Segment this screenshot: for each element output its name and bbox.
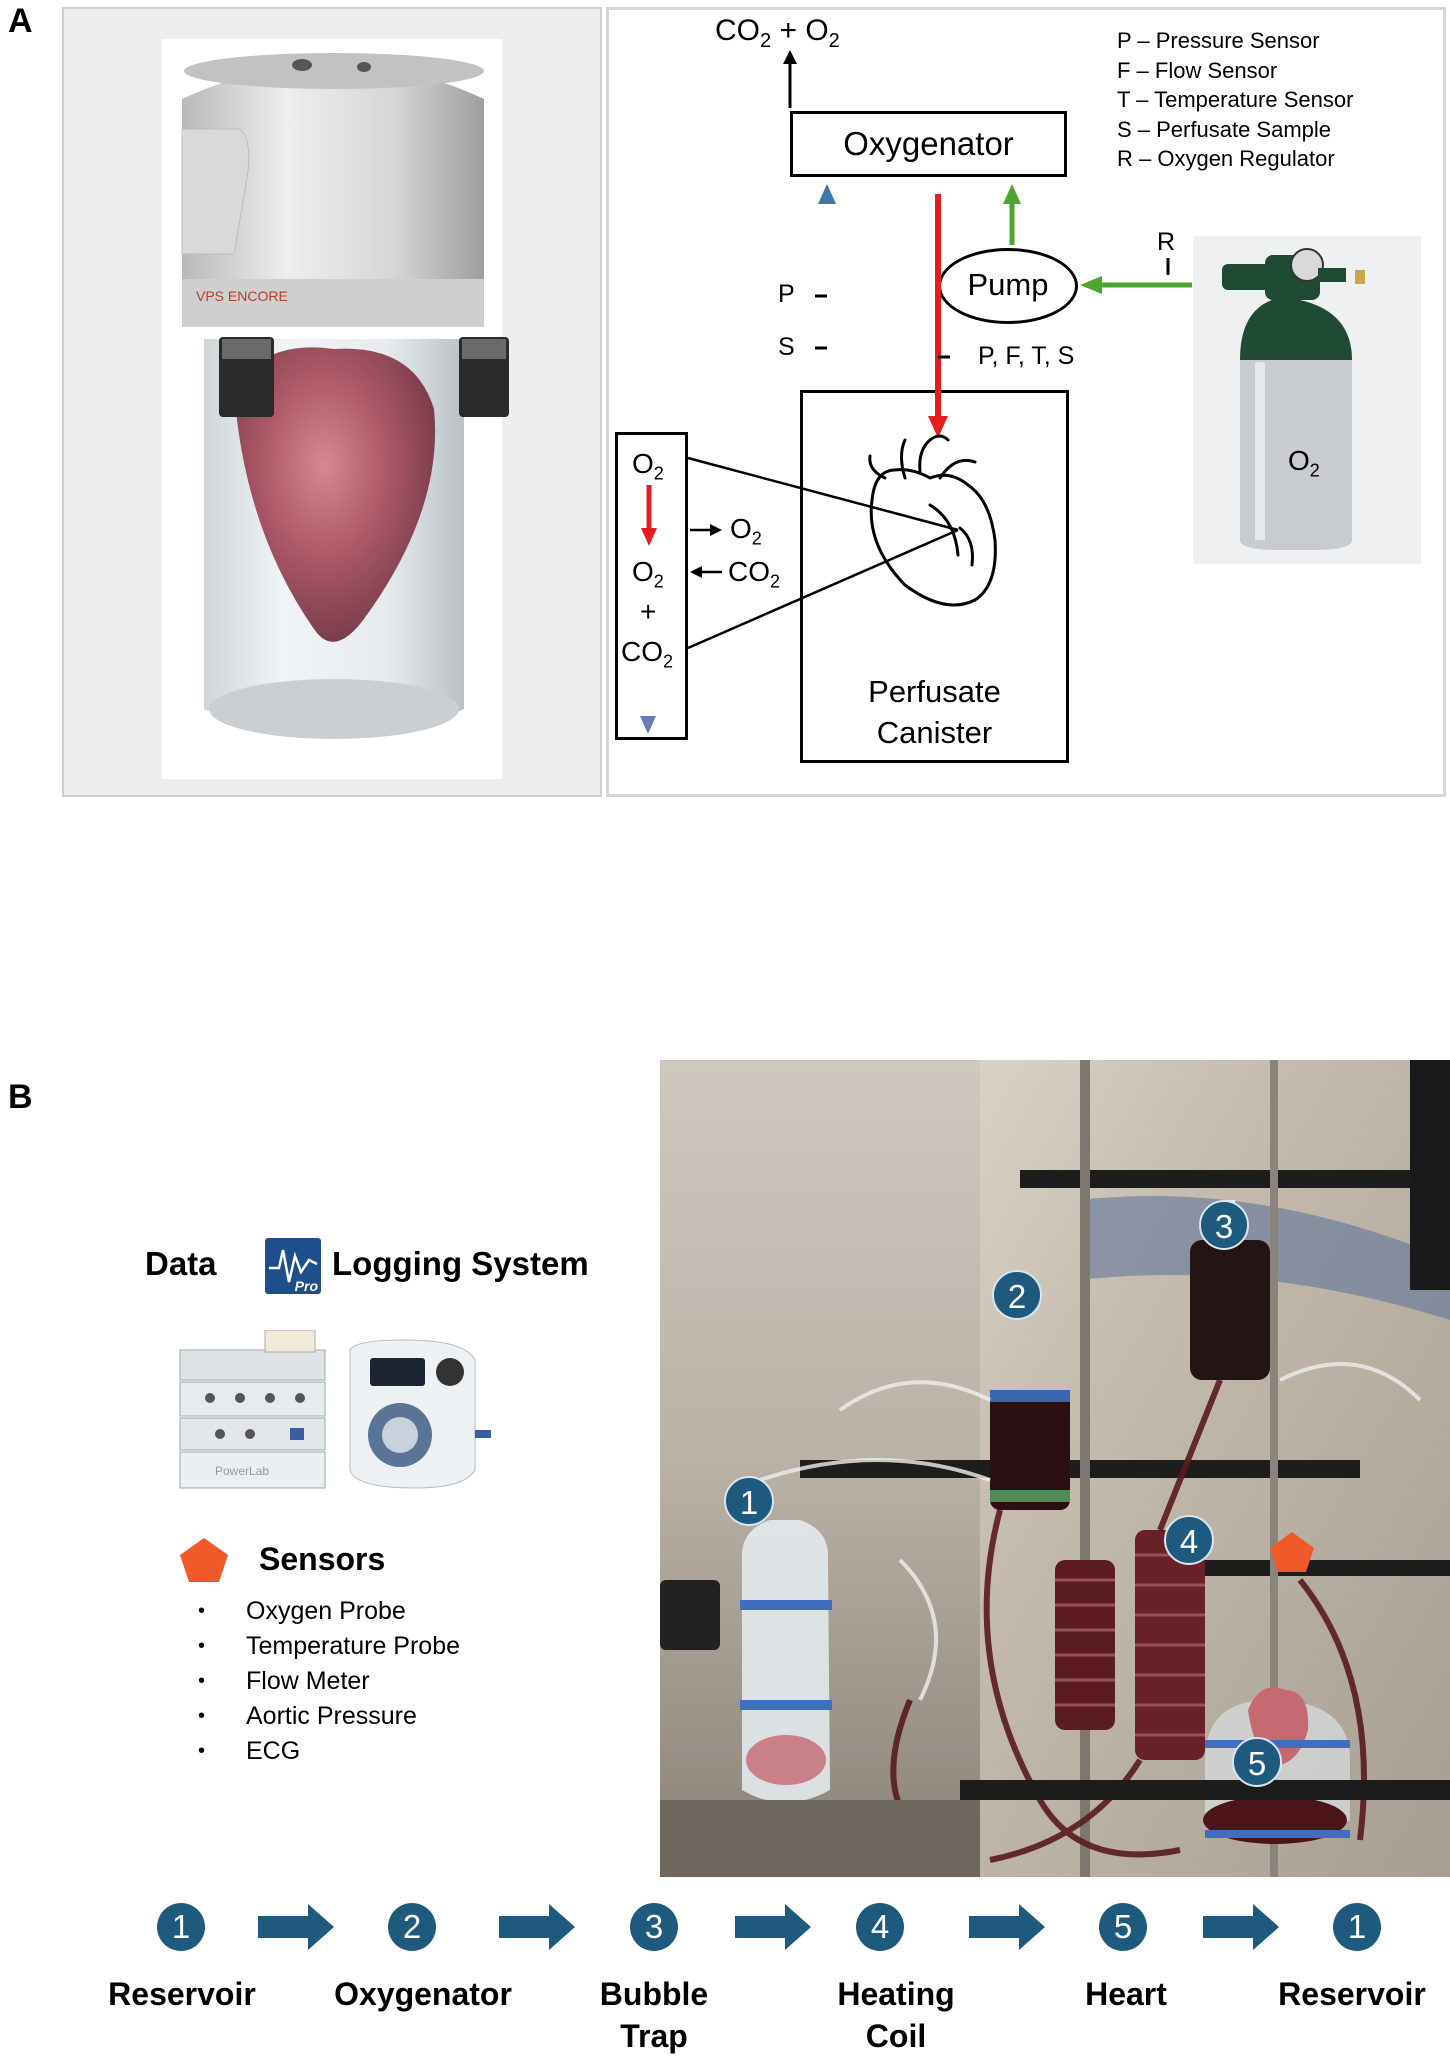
flow-step-6-circle: 1	[1333, 1903, 1381, 1951]
flow-step-4-circle: 4	[856, 1903, 904, 1951]
flow-step-1-label: Reservoir	[108, 1976, 256, 2012]
exchange-co2-out: CO2	[621, 636, 674, 672]
flow-step-5-label: Heart	[1085, 1976, 1167, 2012]
flow-arrow-icon	[969, 1904, 1045, 1950]
legend-temperature: T – Temperature Sensor	[1117, 87, 1354, 112]
flow-arrow-icon	[1203, 1904, 1279, 1950]
photo-badge-heart: 5	[1232, 1737, 1282, 1787]
sensor-pfts-label: P, F, T, S	[978, 342, 1075, 370]
tank-o2-label: O2	[1288, 445, 1320, 481]
sensor-p-label: P	[778, 280, 795, 308]
flow-arrow-icon	[258, 1904, 334, 1950]
flow-step-4-label: Heating Coil	[837, 1976, 955, 2054]
photo-badge-bubble-trap: 3	[1199, 1200, 1249, 1250]
vps-encore-device-image: VPS ENCORE	[162, 39, 509, 779]
data-logging-heading: Data	[145, 1245, 217, 1282]
perfusion-rig-photo	[660, 1060, 1450, 1877]
labchart-pro-logo: Pro	[265, 1238, 321, 1294]
sensor-list-item: •Aortic Pressure	[198, 1702, 417, 1730]
flow-step-3-label: Bubble Trap	[599, 1976, 709, 2054]
device-brand-logo: VPS ENCORE	[196, 288, 288, 304]
oxygenator-box: Oxygenator	[790, 111, 1067, 177]
sensor-list: •Oxygen Probe •Temperature Probe •Flow M…	[198, 1594, 460, 1769]
oxygenator-label: Oxygenator	[843, 125, 1014, 162]
legend-pressure: P – Pressure Sensor	[1117, 28, 1320, 53]
exchange-co2-in: CO2	[728, 556, 781, 592]
sensor-list-item: •Flow Meter	[198, 1667, 370, 1695]
sensor-s-label: S	[778, 333, 795, 361]
exchange-o2-out: O2	[730, 513, 762, 549]
device-photo-frame: VPS ENCORE	[62, 7, 602, 797]
legend-flow: F – Flow Sensor	[1117, 57, 1278, 83]
photo-badge-heating-coil: 4	[1164, 1515, 1214, 1565]
exchange-plus: +	[640, 596, 657, 627]
perfusate-canister-box: Perfusate Canister	[800, 390, 1069, 763]
exchange-o2-mid: O2	[632, 556, 664, 592]
sensor-list-item: •Temperature Probe	[198, 1632, 461, 1660]
sensor-list-item: •ECG	[198, 1737, 301, 1765]
gas-exchange-box	[615, 432, 688, 740]
photo-badge-oxygenator: 2	[992, 1270, 1042, 1320]
sensors-title: Sensors	[259, 1541, 386, 1577]
exhaust-gas-label: CO2 + O2	[715, 14, 840, 52]
regulator-r-label: R	[1157, 228, 1176, 256]
circuit-diagram-lines	[640, 50, 1421, 734]
pump-ellipse: Pump	[938, 248, 1078, 324]
legend-regulator: R – Oxygen Regulator	[1117, 146, 1335, 171]
exchange-o2-in: O2	[632, 448, 664, 484]
panel-b-letter: B	[8, 1078, 33, 1116]
photo-sensor-marker-icon	[1270, 1532, 1314, 1572]
logging-system-heading: Logging System	[332, 1245, 589, 1282]
flow-arrow-icon	[499, 1904, 575, 1950]
canister-label: Perfusate Canister	[868, 674, 1001, 750]
legend-sample: S – Perfusate Sample	[1117, 116, 1332, 142]
flow-arrow-icon	[735, 1904, 811, 1950]
flow-step-2-label: Oxygenator	[334, 1976, 512, 2012]
pump-label: Pump	[967, 267, 1049, 302]
heart-icon	[868, 434, 997, 607]
sensor-list-item: •Oxygen Probe	[198, 1597, 406, 1625]
data-acquisition-equipment: PowerLab	[179, 1330, 491, 1489]
sensor-marker-icon	[180, 1538, 228, 1582]
flow-step-3-circle: 3	[630, 1903, 678, 1951]
flow-step-2-circle: 2	[388, 1903, 436, 1951]
flow-step-1-circle: 1	[157, 1903, 205, 1951]
svg-text:PowerLab: PowerLab	[215, 1464, 269, 1478]
flow-step-5-circle: 5	[1099, 1903, 1147, 1951]
flow-step-6-label: Reservoir	[1278, 1976, 1426, 2012]
flow-arrows	[258, 1904, 1279, 1950]
photo-badge-reservoir: 1	[724, 1476, 774, 1526]
panel-a-letter: A	[8, 2, 33, 40]
sensor-legend: P – Pressure Sensor F – Flow Sensor T – …	[1117, 26, 1353, 174]
